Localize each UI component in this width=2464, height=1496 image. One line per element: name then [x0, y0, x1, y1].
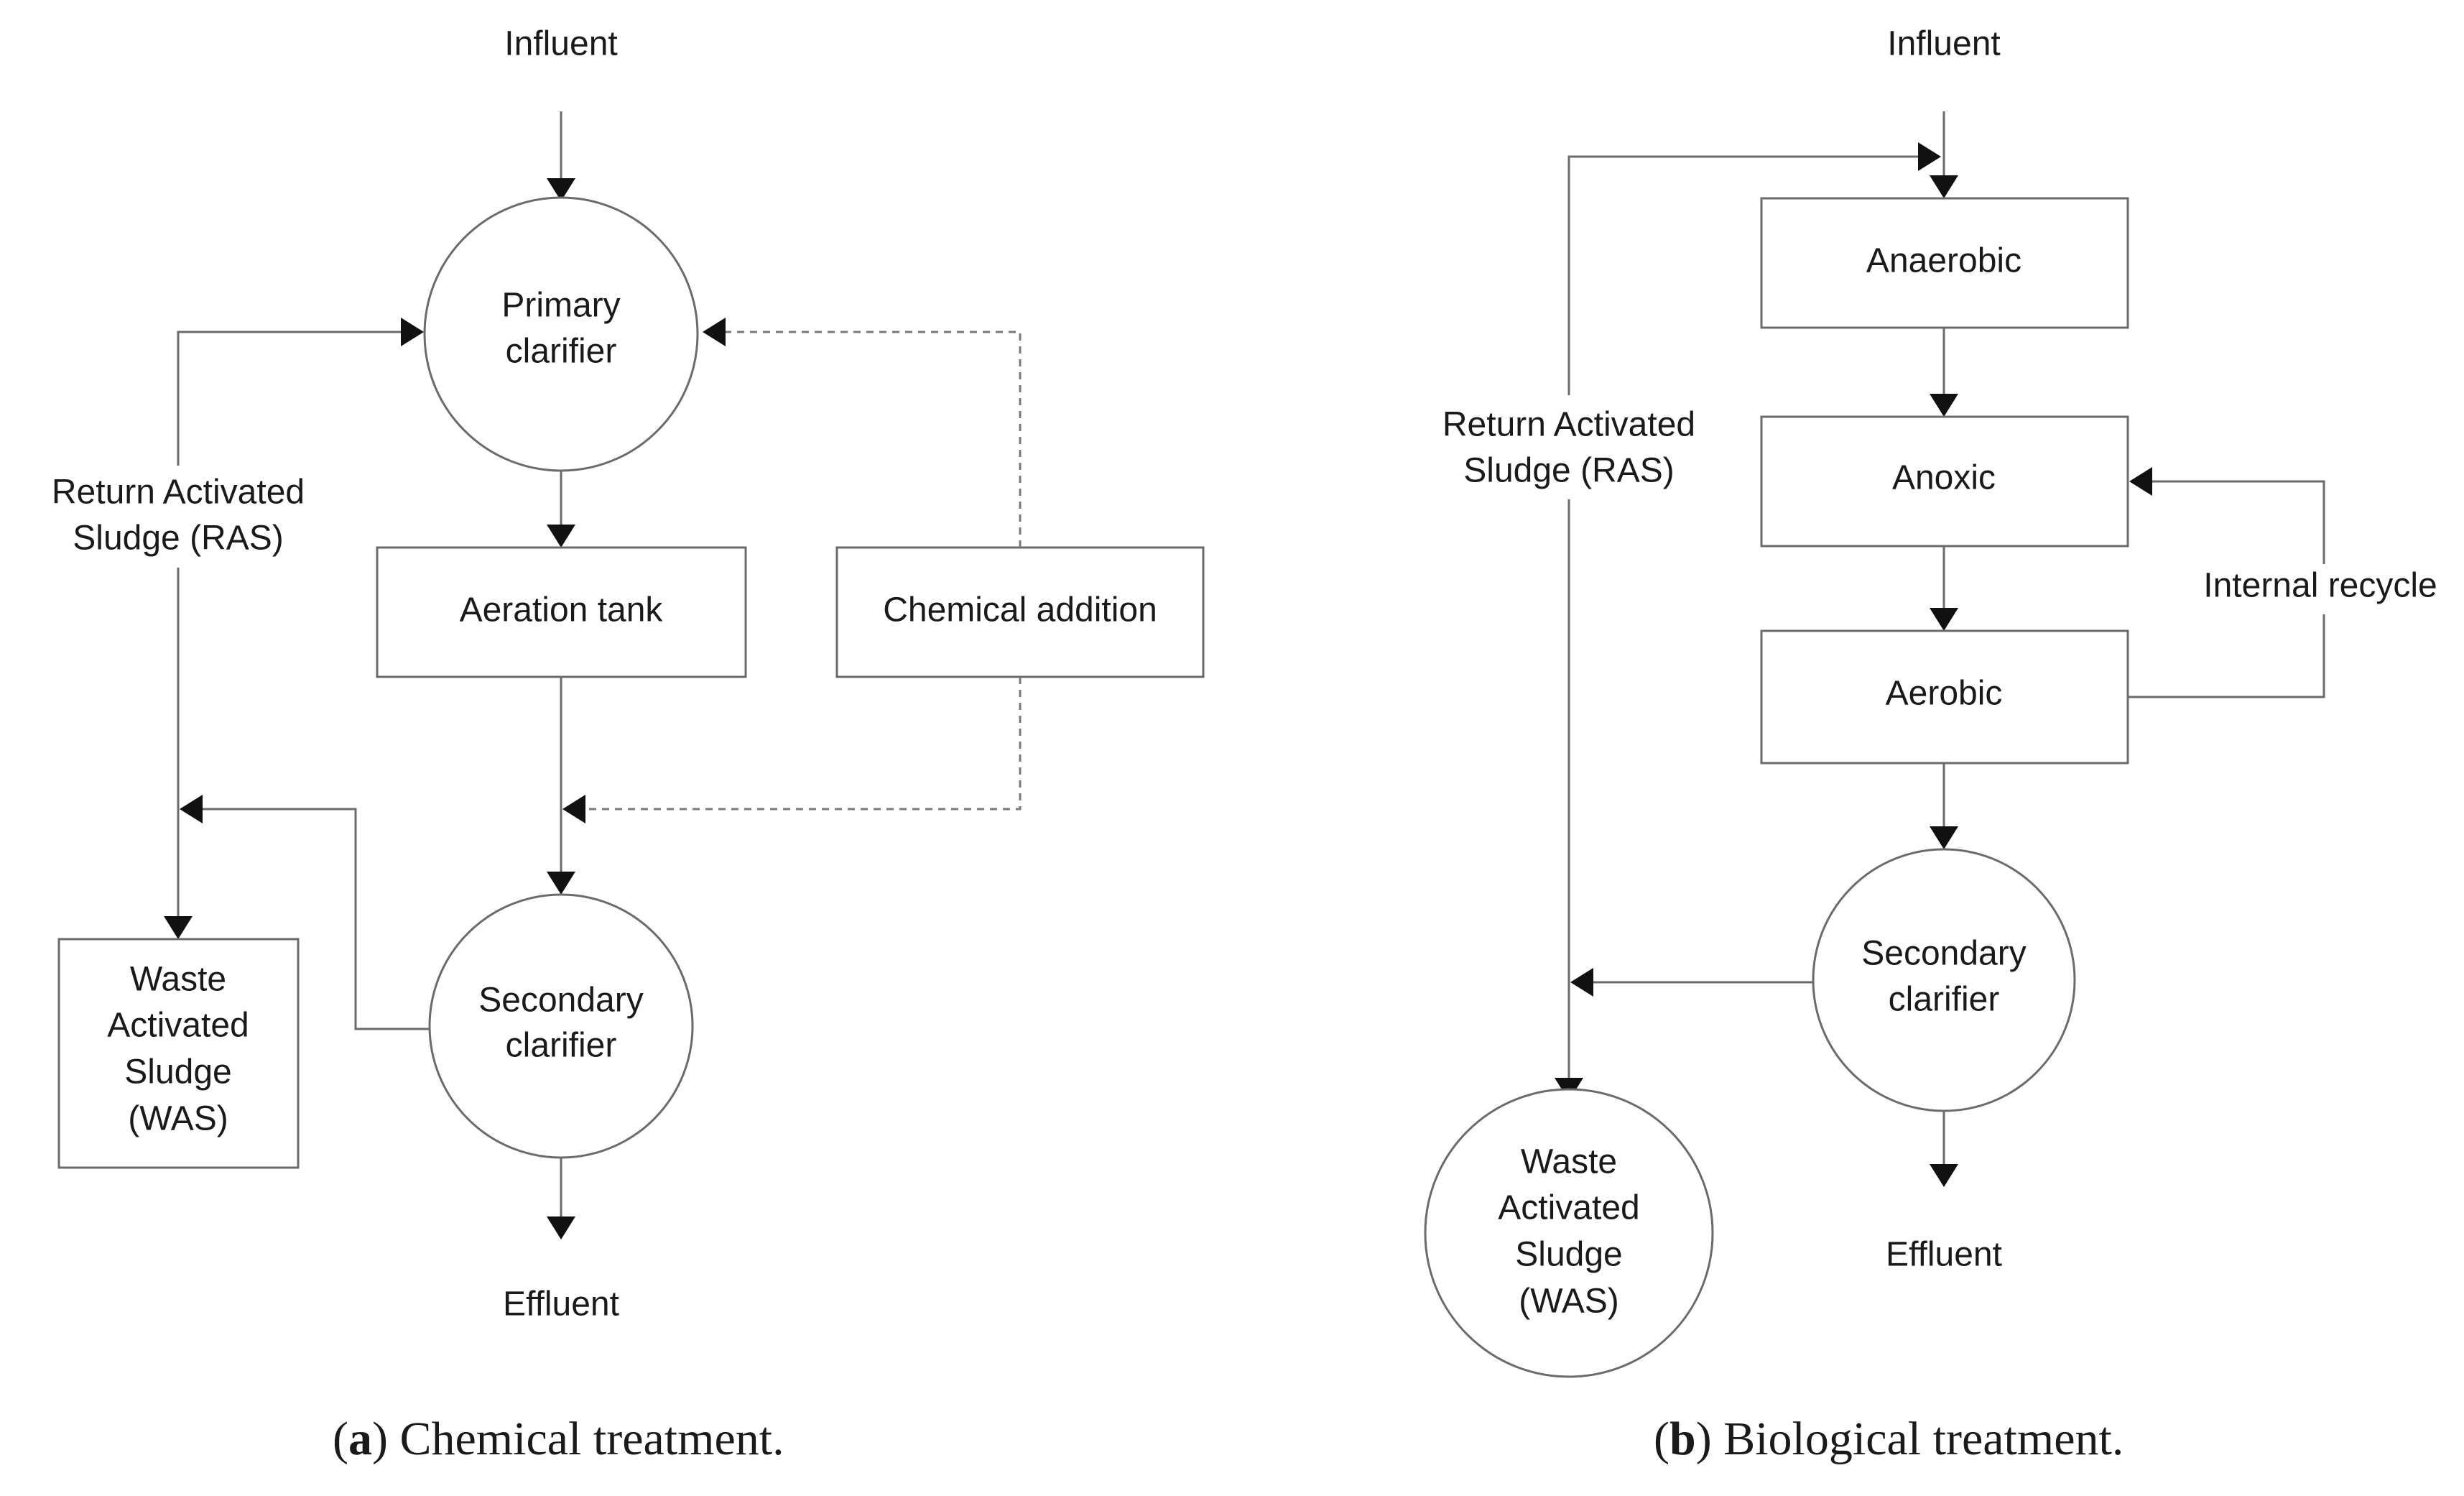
a-chemical-to-primary-dashed-arrow [703, 318, 1022, 548]
b-secondary-clarifier-line1: Secondary [1861, 935, 2026, 973]
a-ras-to-was-arrow [164, 568, 193, 939]
a-influent-label: Influent [504, 25, 617, 63]
a-effluent-arrow [547, 1158, 575, 1239]
a-influent-arrow [547, 111, 575, 201]
b-anoxic-box [1760, 415, 2129, 548]
b-ras-to-influent-arrow [1567, 142, 1941, 395]
b-influent-label: Influent [1887, 25, 2000, 63]
caption-a-text: Chemical treatment. [399, 1413, 784, 1465]
a-effluent-label: Effluent [503, 1285, 619, 1324]
b-was-line4: (WAS) [1519, 1283, 1619, 1321]
a-secondary-clarifier-line1: Secondary [478, 982, 643, 1020]
b-secondary-clarifier-line2: clarifier [1889, 981, 2000, 1019]
panel-a: Influent Primary clarifier Aeration tank… [52, 25, 1205, 1324]
b-ras-to-was-arrow [1555, 499, 1583, 1101]
caption-a: (a) Chemical treatment. [333, 1413, 784, 1465]
b-effluent-arrow [1930, 1111, 1958, 1187]
b-was-line3: Sludge [1515, 1236, 1622, 1274]
a-was-line4: (WAS) [128, 1100, 228, 1138]
panel-b: Influent Anaerobic Anoxic Aerobic In [1424, 25, 2464, 1378]
b-aerobic-box [1760, 629, 2129, 765]
a-was-box [57, 938, 300, 1169]
a-aeration-to-secondary-arrow [547, 677, 575, 895]
caption-b-letter: b [1669, 1413, 1696, 1465]
a-was-line2: Activated [107, 1007, 249, 1045]
a-ras-label-line2: Sludge (RAS) [73, 520, 283, 558]
b-aerobic-to-secondary-arrow [1930, 763, 1958, 849]
caption-a-letter: a [348, 1413, 372, 1465]
caption-b: (b) Biological treatment. [1654, 1413, 2124, 1465]
caption-b-text: Biological treatment. [1723, 1413, 2124, 1465]
a-primary-clarifier-line1: Primary [501, 287, 620, 325]
a-chemical-addition [835, 546, 1205, 678]
a-ras-label-line1: Return Activated [52, 474, 305, 512]
b-anoxic-to-aerobic-arrow [1930, 546, 1958, 631]
a-primary-to-aeration-arrow [547, 471, 575, 548]
a-primary-clarifier-line2: clarifier [506, 333, 617, 371]
b-anaerobic-to-anoxic-arrow [1930, 328, 1958, 417]
b-anaerobic-box [1760, 197, 2129, 329]
a-aeration-tank-label: Aeration tank [460, 591, 664, 629]
b-was-circle [1424, 1088, 1714, 1378]
b-secondary-to-sludge-arrow [1570, 968, 1813, 997]
b-was-line2: Activated [1498, 1189, 1639, 1227]
a-was-line1: Waste [130, 961, 226, 999]
a-was-line3: Sludge [124, 1053, 231, 1091]
b-anaerobic-label: Anaerobic [1866, 242, 2021, 280]
a-secondary-to-sludge-arrow [180, 795, 430, 1030]
a-secondary-clarifier-line2: clarifier [506, 1027, 617, 1065]
b-effluent-label: Effluent [1886, 1236, 2002, 1274]
a-chemical-to-secondary-dashed-arrow [562, 677, 1022, 823]
b-ras-label-line1: Return Activated [1442, 406, 1695, 444]
b-influent-arrow [1930, 111, 1958, 198]
b-internal-recycle-label: Internal recycle [2203, 567, 2437, 605]
b-aerobic-label: Aerobic [1886, 675, 2003, 713]
b-anoxic-label: Anoxic [1892, 459, 1996, 497]
b-was-line1: Waste [1521, 1143, 1617, 1181]
a-ras-to-primary-arrow [177, 318, 424, 466]
a-chemical-addition-label: Chemical addition [883, 591, 1157, 629]
b-ras-label-line2: Sludge (RAS) [1463, 452, 1674, 490]
